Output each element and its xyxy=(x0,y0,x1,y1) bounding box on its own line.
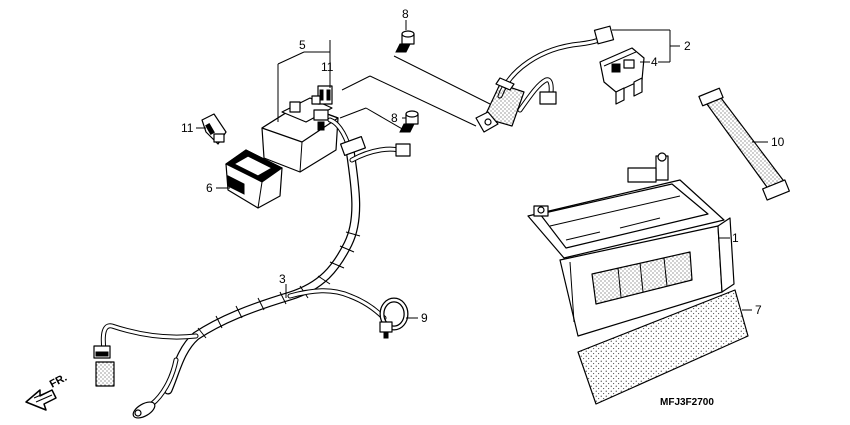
callout-8-upper: 8 xyxy=(402,7,409,21)
battery xyxy=(527,152,735,337)
callout-11-right: 11 xyxy=(321,60,334,74)
callout-9: 9 xyxy=(421,311,428,325)
wire-harness xyxy=(93,117,411,419)
front-direction-indicator: FR. xyxy=(25,372,69,411)
callout-4: 4 xyxy=(651,55,658,69)
direction-arrow-icon xyxy=(25,389,57,411)
callout-6: 6 xyxy=(206,181,213,195)
bolt-lower xyxy=(399,110,419,133)
callout-10: 10 xyxy=(771,135,785,149)
battery-cable xyxy=(475,25,615,133)
main-fuse-right xyxy=(311,85,333,105)
clamp-band xyxy=(379,297,409,339)
direction-label: FR. xyxy=(48,372,69,391)
harness-connector xyxy=(93,345,115,387)
main-fuse-left xyxy=(201,113,227,145)
battery-band xyxy=(698,87,790,201)
starter-relay xyxy=(261,97,339,173)
bolt-upper xyxy=(395,30,415,53)
callout-11-left: 11 xyxy=(181,121,194,135)
leader-lines xyxy=(196,20,768,319)
callout-8-lower: 8 xyxy=(391,111,398,125)
fuse-box xyxy=(225,149,283,209)
callout-2: 2 xyxy=(684,39,691,53)
battery-pad xyxy=(577,289,749,405)
callout-5: 5 xyxy=(299,38,306,52)
callout-1: 1 xyxy=(732,231,739,245)
bracket xyxy=(599,47,645,105)
callout-7: 7 xyxy=(755,303,762,317)
harness-tape-wraps xyxy=(197,231,361,339)
callout-3: 3 xyxy=(279,272,286,286)
drawing-code: MFJ3F2700 xyxy=(660,397,714,408)
